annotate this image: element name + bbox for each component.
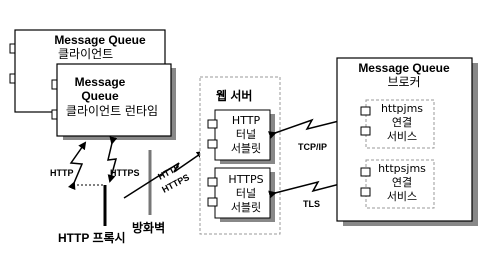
web-server: 웹 서버 HTTP 터널 서블릿 HTTPS 터널 서블릿: [199, 76, 281, 235]
http-tunnel-line2: 터널: [236, 128, 256, 141]
http-tunnel-servlet: HTTP 터널 서블릿: [207, 109, 275, 164]
runtime-box: Message Queue 클라이언트 런타임: [51, 63, 176, 140]
broker-title: Message Queue: [358, 61, 450, 75]
web-server-title: 웹 서버: [216, 88, 252, 103]
broker-subtitle: 브로커: [387, 75, 420, 89]
https-tunnel-line3: 서블릿: [231, 201, 261, 214]
broker: Message Queue 브로커 httpjms 연결 서비스 httpsjm…: [336, 57, 478, 226]
runtime-line2: Queue: [81, 89, 119, 103]
http-proxy: HTTP 프록시: [58, 184, 126, 245]
runtime-frame: [56, 63, 172, 137]
httpsjms-line2: 연결: [392, 176, 412, 189]
httpsjms-line1: httpsjms: [378, 162, 426, 175]
label-https-left: HTTPS: [110, 168, 140, 178]
label-http-left: HTTP: [50, 168, 74, 178]
httpjms-service: httpjms 연결 서비스: [360, 99, 435, 149]
httpjms-line3: 서비스: [387, 130, 417, 143]
https-tunnel-line1: HTTPS: [228, 173, 263, 186]
label-tls: TLS: [303, 199, 320, 209]
link-https-left: HTTPS: [107, 136, 140, 183]
runtime-line1: Message: [75, 75, 126, 89]
firewall: 방화벽: [132, 150, 165, 235]
label-tcpip: TCP/IP: [298, 142, 327, 152]
httpjms-line1: httpjms: [381, 102, 423, 115]
httpsjms-line3: 서비스: [387, 190, 417, 203]
firewall-label: 방화벽: [132, 220, 165, 235]
httpsjms-service: httpsjms 연결 서비스: [360, 159, 435, 209]
https-tunnel-line2: 터널: [236, 187, 256, 200]
client-subtitle: 클라이언트: [58, 47, 113, 61]
link-http-left: HTTP: [50, 141, 87, 191]
client-title: Message Queue: [54, 33, 146, 47]
http-tunnel-line1: HTTP: [232, 114, 261, 127]
http-tunnel-line3: 서블릿: [231, 142, 261, 155]
runtime-line3: 클라이언트 런타임: [66, 104, 158, 118]
httpjms-line2: 연결: [392, 116, 412, 129]
proxy-label: HTTP 프록시: [58, 230, 126, 245]
https-tunnel-servlet: HTTPS 터널 서블릿: [207, 167, 275, 222]
